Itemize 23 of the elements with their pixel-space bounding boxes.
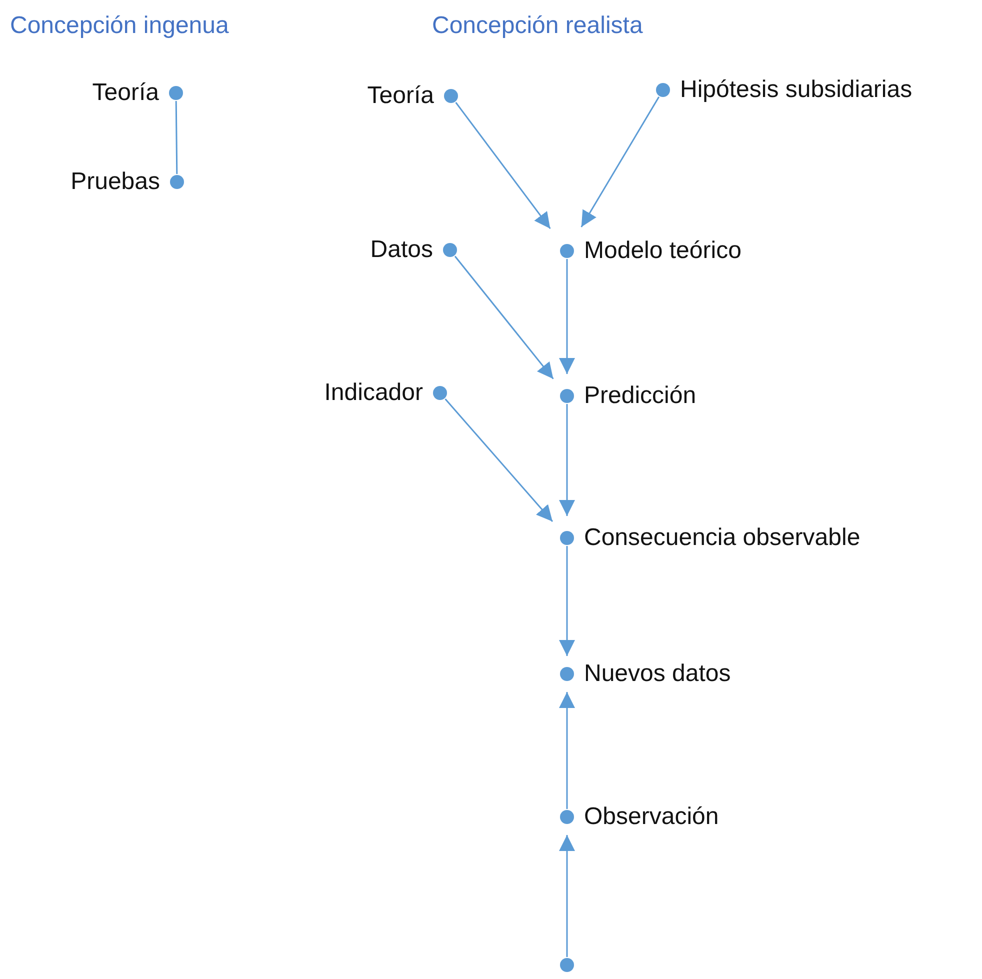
section-heading: Concepción realista xyxy=(432,12,643,40)
section-heading: Concepción ingenua xyxy=(10,12,229,40)
node-label: Consecuencia observable xyxy=(584,524,860,552)
arrow xyxy=(559,835,575,957)
arrow xyxy=(559,546,575,656)
node-label: Datos xyxy=(370,236,433,264)
node-label: Modelo teórico xyxy=(584,237,742,265)
connector-line xyxy=(175,101,178,174)
node-label: Nuevos datos xyxy=(584,660,731,688)
arrow xyxy=(559,404,575,516)
arrow xyxy=(559,692,575,809)
arrow xyxy=(580,96,660,228)
node-label: Pruebas xyxy=(70,168,160,196)
arrow xyxy=(559,259,575,374)
node-label: Hipótesis subsidiarias xyxy=(680,76,912,104)
arrow xyxy=(454,256,554,380)
node-label: Teoría xyxy=(367,82,434,110)
arrow xyxy=(455,102,551,230)
node-label: Teoría xyxy=(92,79,159,107)
node-label: Indicador xyxy=(324,379,423,407)
node-label: Observación xyxy=(584,803,719,831)
node-label: Predicción xyxy=(584,382,696,410)
arrow xyxy=(444,398,554,522)
